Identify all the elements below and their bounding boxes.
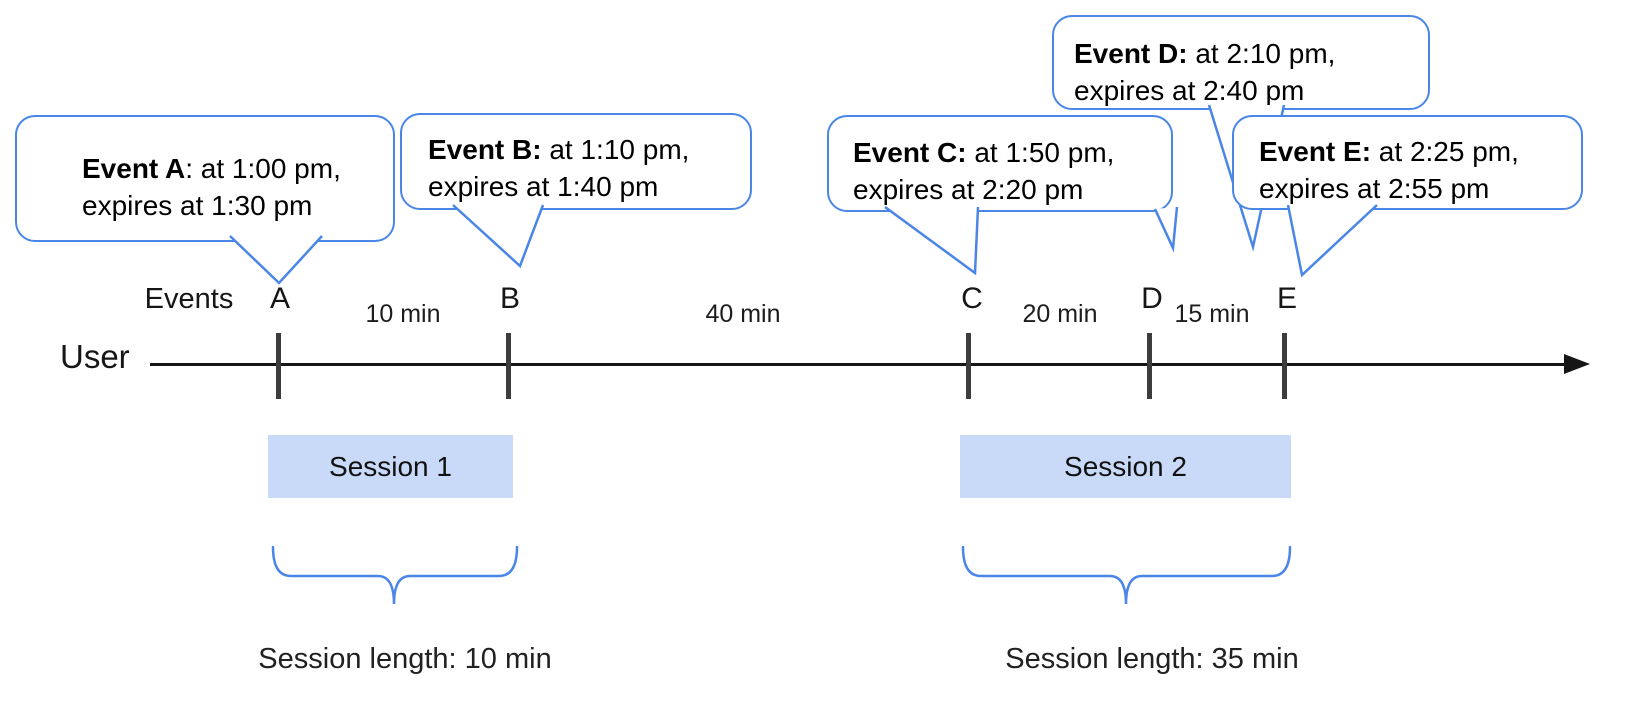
tick-label-c: C xyxy=(961,282,983,315)
callout-event-c-time: at 1:50 pm, xyxy=(966,137,1115,168)
session-2-brace xyxy=(961,545,1292,605)
callout-event-b-expiry: expires at 1:40 pm xyxy=(428,171,659,202)
callout-event-b: Event B: at 1:10 pm, expires at 1:40 pm xyxy=(400,113,752,210)
callout-event-c: Event C: at 1:50 pm, expires at 2:20 pm xyxy=(827,115,1173,212)
interval-d-e: 15 min xyxy=(1174,300,1250,328)
timeline-axis-line xyxy=(150,363,1570,366)
tick-event-d xyxy=(1147,333,1152,399)
callout-event-a-title: Event A xyxy=(82,153,186,184)
callout-event-b-text: Event B: at 1:10 pm, expires at 1:40 pm xyxy=(428,131,750,205)
tick-label-a: A xyxy=(269,282,291,315)
callout-event-e-time: at 2:25 pm, xyxy=(1371,136,1519,167)
callout-event-b-title: Event B: xyxy=(428,134,542,165)
callout-event-e-text: Event E: at 2:25 pm, expires at 2:55 pm xyxy=(1259,133,1581,207)
tick-event-e xyxy=(1282,333,1287,399)
tick-label-e: E xyxy=(1276,282,1298,315)
interval-c-d: 20 min xyxy=(1022,300,1098,328)
callout-event-e-tail xyxy=(1286,204,1378,278)
timeline-arrow-head-icon xyxy=(1564,354,1590,374)
callout-event-d: Event D: at 2:10 pm, expires at 2:40 pm xyxy=(1052,15,1430,110)
callout-event-c-text: Event C: at 1:50 pm, expires at 2:20 pm xyxy=(853,134,1171,208)
callout-event-a-text: Event A: at 1:00 pm, expires at 1:30 pm xyxy=(82,150,393,224)
callout-event-a-expiry: expires at 1:30 pm xyxy=(82,190,313,221)
callout-event-d-tail-tip xyxy=(1153,206,1179,253)
callout-event-a: Event A: at 1:00 pm, expires at 1:30 pm xyxy=(15,115,395,242)
callout-event-b-time: at 1:10 pm, xyxy=(541,134,690,165)
callout-event-e: Event E: at 2:25 pm, expires at 2:55 pm xyxy=(1232,115,1583,210)
interval-a-b: 10 min xyxy=(365,300,441,328)
callout-event-a-time: : at 1:00 pm, xyxy=(185,153,341,184)
callout-event-c-expiry: expires at 2:20 pm xyxy=(853,174,1084,205)
events-row-label: Events xyxy=(144,283,234,315)
session-1-length-caption: Session length: 10 min xyxy=(258,643,552,675)
tick-event-a xyxy=(276,333,281,399)
callout-event-d-expiry: expires at 2:40 pm xyxy=(1074,75,1305,106)
tick-event-c xyxy=(966,333,971,399)
callout-event-d-time: at 2:10 pm, xyxy=(1187,38,1336,69)
session-2-bar: Session 2 xyxy=(960,435,1291,498)
session-1-label: Session 1 xyxy=(329,450,452,482)
tick-label-d: D xyxy=(1141,282,1163,315)
tick-event-b xyxy=(506,333,511,399)
tick-label-b: B xyxy=(499,282,521,315)
callout-event-d-text: Event D: at 2:10 pm, expires at 2:40 pm xyxy=(1074,35,1428,109)
callout-event-e-expiry: expires at 2:55 pm xyxy=(1259,173,1490,204)
session-1-brace xyxy=(271,545,519,605)
callout-event-d-title: Event D: xyxy=(1074,38,1188,69)
callout-event-e-title: Event E: xyxy=(1259,136,1372,167)
interval-b-c: 40 min xyxy=(705,300,781,328)
callout-event-a-tail xyxy=(229,235,323,285)
axis-row-label: User xyxy=(60,338,130,375)
callout-event-c-title: Event C: xyxy=(853,137,967,168)
session-1-bar: Session 1 xyxy=(268,435,513,498)
callout-event-b-tail xyxy=(452,204,545,269)
session-2-length-caption: Session length: 35 min xyxy=(1005,643,1299,675)
callout-event-c-tail xyxy=(884,205,980,276)
session-2-label: Session 2 xyxy=(1064,450,1187,482)
